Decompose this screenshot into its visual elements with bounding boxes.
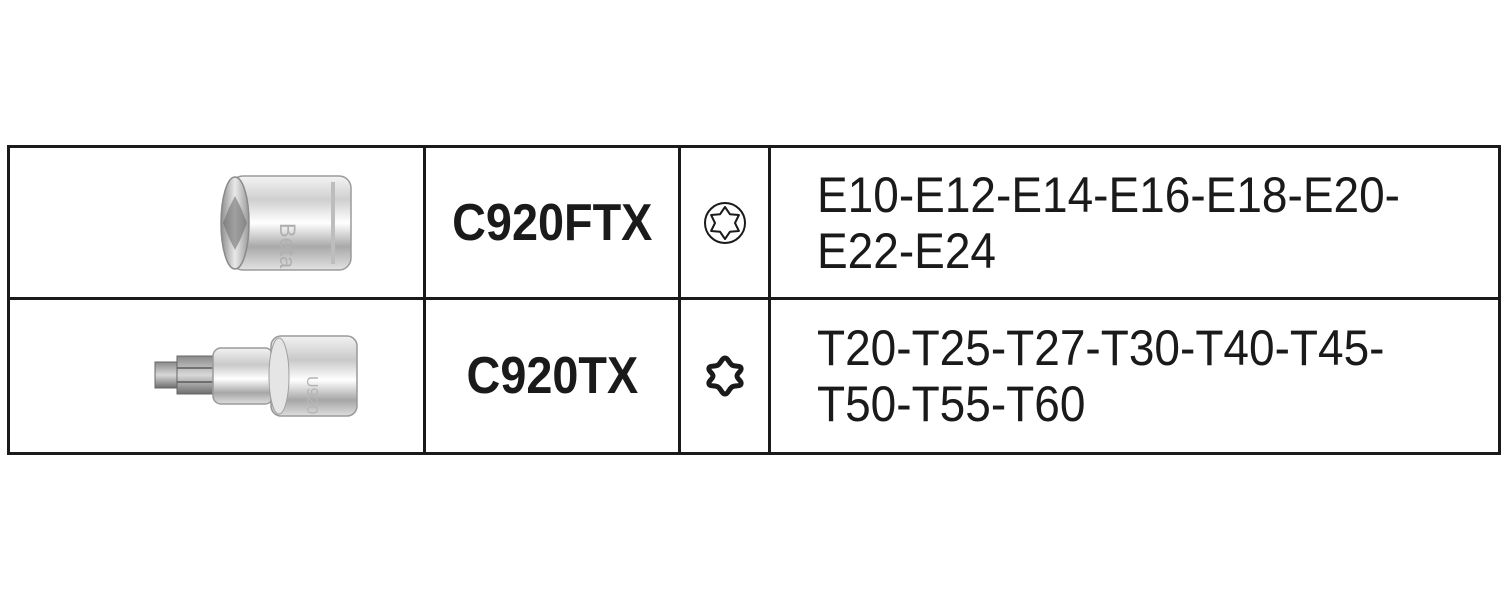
row-2-code-cell: C920TX xyxy=(426,300,681,452)
row-2-sizes: T20-T25-T27-T30-T40-T45- T50-T55-T60 xyxy=(817,320,1385,432)
row-1-code: C920FTX xyxy=(451,193,653,252)
row-2-sizes-cell: T20-T25-T27-T30-T40-T45- T50-T55-T60 xyxy=(771,300,1498,452)
row-1-image-cell: Beta xyxy=(10,148,426,300)
torx-star-bold-icon xyxy=(705,355,744,397)
row-2-sizes-line-1: T20-T25-T27-T30-T40-T45- xyxy=(817,320,1385,376)
female-torx-star-outline-icon xyxy=(703,201,746,244)
spec-table: Beta C920FTX E10-E12-E14-E16-E18-E20- E2… xyxy=(7,145,1501,455)
row-1-sizes-line-2: E22-E24 xyxy=(817,222,997,279)
row-1-sizes: E10-E12-E14-E16-E18-E20- E22-E24 xyxy=(817,167,1400,279)
row-1-sizes-line-1: E10-E12-E14-E16-E18-E20- xyxy=(817,166,1401,223)
row-2-sizes-line-2: T50-T55-T60 xyxy=(817,376,1086,432)
torx-bit-socket-icon: U920 xyxy=(154,335,358,417)
row-1-sizes-cell: E10-E12-E14-E16-E18-E20- E22-E24 xyxy=(771,148,1498,300)
row-1-profile-cell xyxy=(681,148,771,300)
female-torx-socket-icon: Beta xyxy=(220,174,352,271)
row-1-code-cell: C920FTX xyxy=(426,148,681,300)
row-2-code: C920TX xyxy=(466,347,638,405)
svg-text:U920: U920 xyxy=(303,376,320,414)
row-2-image-cell: U920 xyxy=(10,300,426,452)
row-2-profile-cell xyxy=(681,300,771,452)
svg-text:Beta: Beta xyxy=(275,223,300,269)
